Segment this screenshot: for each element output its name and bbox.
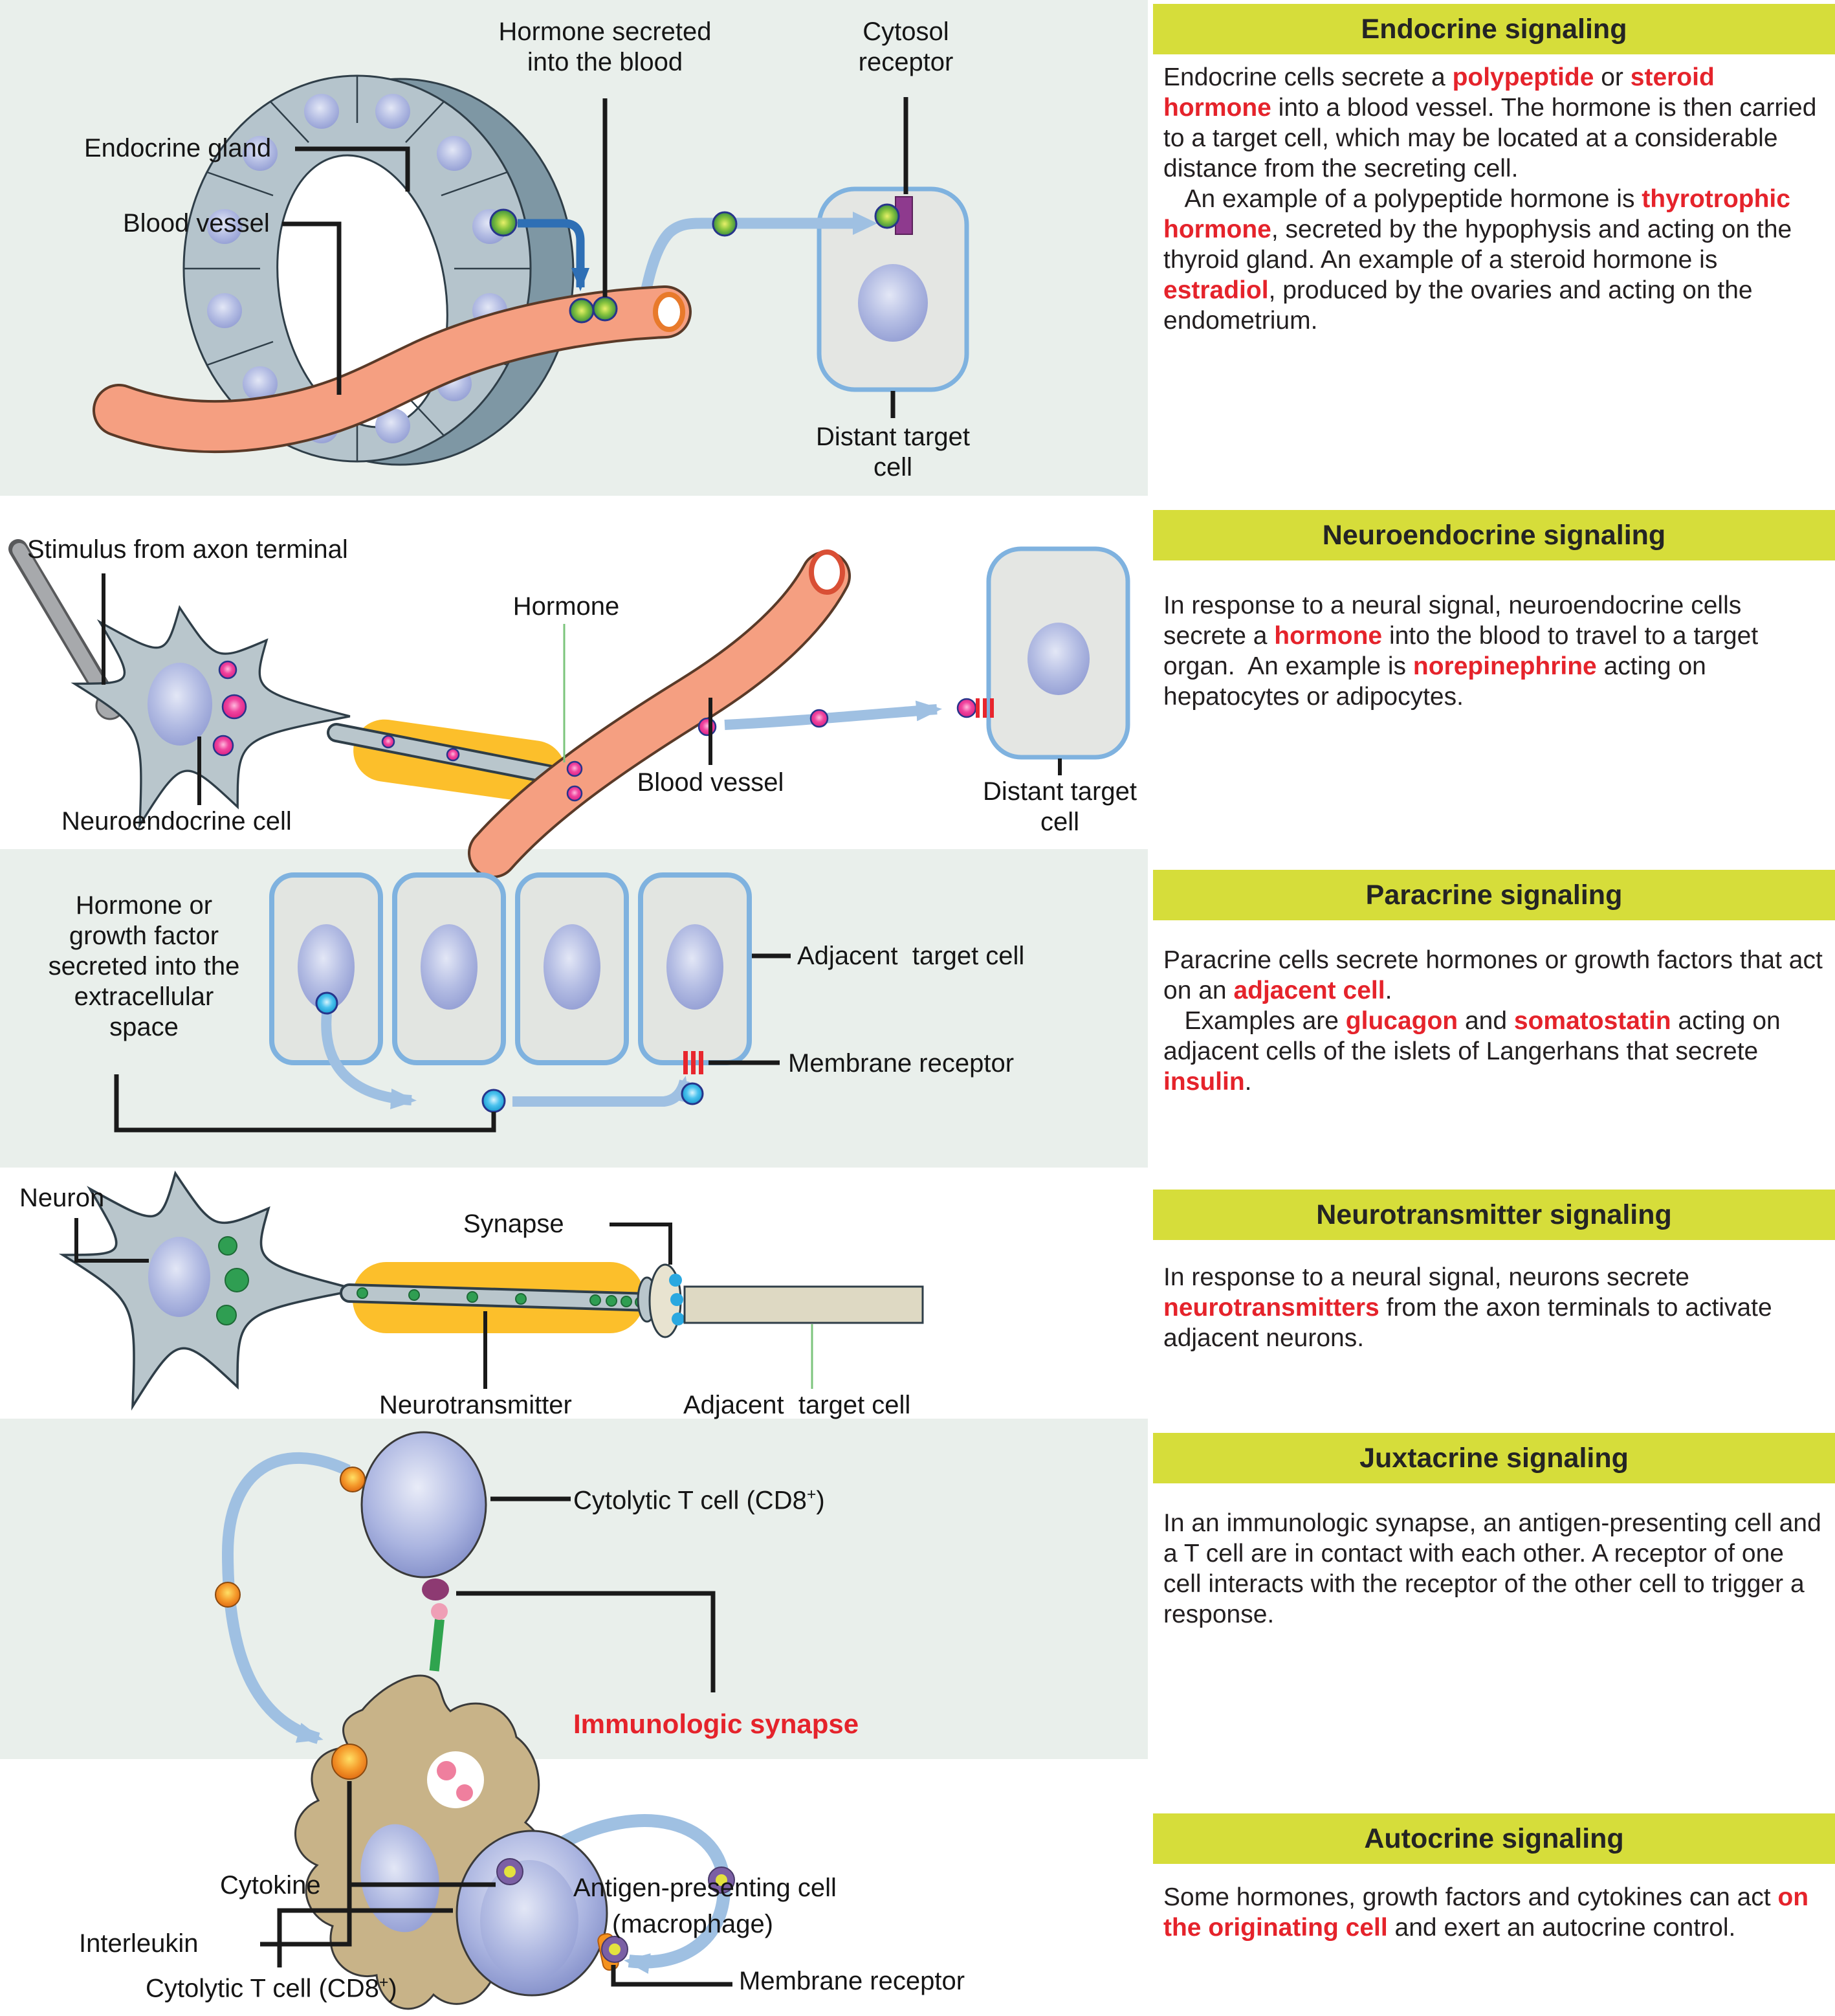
interleukin-arrow	[221, 1452, 351, 1744]
neurotransmitter-diagram	[61, 1172, 924, 1408]
autocrine-diagram	[277, 1814, 735, 1997]
cytolytic-t-cell	[360, 1431, 487, 1578]
label-macrophage: (macrophage)	[612, 1910, 774, 1938]
cell-nucleus	[858, 264, 928, 342]
t-cell-nucleus	[480, 1860, 578, 1982]
neuroendocrine-diagram	[8, 539, 1130, 878]
secretion-arrow-a	[321, 1013, 417, 1109]
panel-header-neurotransmitter: Neurotransmitter signaling	[1153, 1190, 1835, 1240]
label-distant-target-cell-1: Distant target cell	[816, 423, 970, 482]
panel-body-juxtacrine: In an immunologic synapse, an antigen-pr…	[1163, 1509, 1829, 1628]
row-background-juxtacrine	[0, 1419, 1148, 1759]
distant-target-cell	[986, 546, 1130, 760]
hormone-arrow-b	[724, 700, 942, 730]
panel-header-autocrine: Autocrine signaling	[1153, 1813, 1835, 1864]
growth-factor-dots	[315, 991, 704, 1113]
label-lines	[102, 573, 1062, 805]
label-stimulus: Stimulus from axon terminal	[27, 535, 348, 564]
secretion-arrow-b	[512, 1076, 690, 1107]
label-membrane-receptor-1: Membrane receptor	[788, 1049, 1015, 1078]
panel-header-text: Neurotransmitter signaling	[1316, 1199, 1672, 1230]
label-blood-vessel-2: Blood vessel	[637, 768, 784, 797]
label-endocrine-gland: Endocrine gland	[84, 134, 272, 162]
label-neuron: Neuron	[19, 1184, 105, 1212]
panel-header-juxtacrine: Juxtacrine signaling	[1153, 1433, 1835, 1483]
label-distant-target-cell-2: Distant target cell	[983, 777, 1137, 836]
blood-vessel	[93, 285, 692, 454]
label-neuroendocrine-cell: Neuroendocrine cell	[61, 807, 292, 836]
distant-target-cell	[817, 186, 969, 392]
label-membrane-receptor-2: Membrane receptor	[739, 1967, 965, 1995]
label-cytokine: Cytokine	[220, 1871, 321, 1900]
panel-header-text: Autocrine signaling	[1364, 1822, 1624, 1854]
blood-vessel	[468, 549, 851, 878]
panel-header-endocrine: Endocrine signaling	[1153, 4, 1835, 54]
label-lines	[282, 97, 908, 418]
adjacent-target-cell	[683, 1285, 924, 1324]
neurotransmitter-vesicles	[216, 1236, 646, 1325]
label-immunologic-synapse: Immunologic synapse	[573, 1709, 859, 1739]
label-neurotransmitter: Neurotransmitter	[379, 1391, 572, 1419]
panel-body-paracrine: Paracrine cells secrete hormones or grow…	[1163, 946, 1830, 1096]
vessel-open-end	[809, 549, 845, 595]
membrane-receptor	[976, 698, 994, 718]
label-antigen-presenting-cell: Antigen-presenting cell	[573, 1874, 837, 1902]
panel-header-neuroendocrine: Neuroendocrine signaling	[1153, 510, 1835, 560]
label-hormone-secreted: Hormone secreted into the blood	[498, 17, 712, 76]
synaptic-neurotransmitter-dots	[669, 1274, 685, 1325]
panel-body-autocrine: Some hormones, growth factors and cytoki…	[1163, 1883, 1816, 1942]
label-lines	[114, 953, 791, 1133]
label-lines	[277, 1882, 732, 1987]
label-blood-vessel-1: Blood vessel	[123, 209, 270, 238]
secretion-arrow	[518, 219, 589, 291]
neuron-nucleus	[148, 663, 212, 746]
axon	[342, 1286, 657, 1309]
label-synapse: Synapse	[463, 1210, 564, 1238]
hormone-dot-bound	[874, 203, 900, 229]
cell-nucleus	[1027, 623, 1090, 695]
label-cytosol-receptor: Cytosol receptor	[858, 17, 954, 76]
panel-body-neuroendocrine: In response to a neural signal, neuroend…	[1163, 592, 1765, 711]
endocrine-diagram	[93, 74, 969, 466]
label-lines	[74, 1218, 672, 1389]
vessel-open-end	[653, 292, 685, 332]
immunologic-synapse	[422, 1578, 449, 1672]
adjacent-cells	[269, 872, 752, 1065]
label-adjacent-target-cell-1: Adjacent target cell	[797, 942, 1025, 970]
panel-body-neurotransmitter: In response to a neural signal, neurons …	[1163, 1263, 1779, 1352]
label-cytolytic-t-cell-1: Cytolytic T cell (CD8+)	[573, 1486, 825, 1515]
neuron-nucleus	[148, 1237, 210, 1317]
panel-header-text: Endocrine signaling	[1361, 13, 1627, 45]
panel-body-endocrine: Endocrine cells secrete a polypeptide or…	[1163, 63, 1817, 335]
macrophage-nucleus	[360, 1824, 439, 1933]
label-secreted-factor: Hormone or growth factor secreted into t…	[48, 891, 240, 1041]
neuron-cell-body	[61, 1172, 359, 1408]
label-hormone: Hormone	[512, 592, 620, 621]
panel-header-text: Juxtacrine signaling	[1359, 1442, 1629, 1474]
interleukin-dots	[215, 1467, 368, 1780]
cytokine-dots	[496, 1858, 735, 1963]
panel-header-text: Paracrine signaling	[1365, 879, 1623, 911]
label-cytolytic-t-cell-2: Cytolytic T cell (CD8+)	[146, 1974, 397, 2003]
paracrine-diagram	[114, 872, 791, 1133]
label-interleukin: Interleukin	[79, 1929, 199, 1958]
phagosome	[427, 1751, 484, 1808]
membrane-receptor	[683, 1051, 703, 1074]
label-adjacent-target-cell-2: Adjacent target cell	[683, 1391, 911, 1419]
panel-header-text: Neuroendocrine signaling	[1322, 519, 1666, 551]
arrowhead-into-cell	[853, 212, 877, 235]
panel-header-paracrine: Paracrine signaling	[1153, 870, 1835, 920]
